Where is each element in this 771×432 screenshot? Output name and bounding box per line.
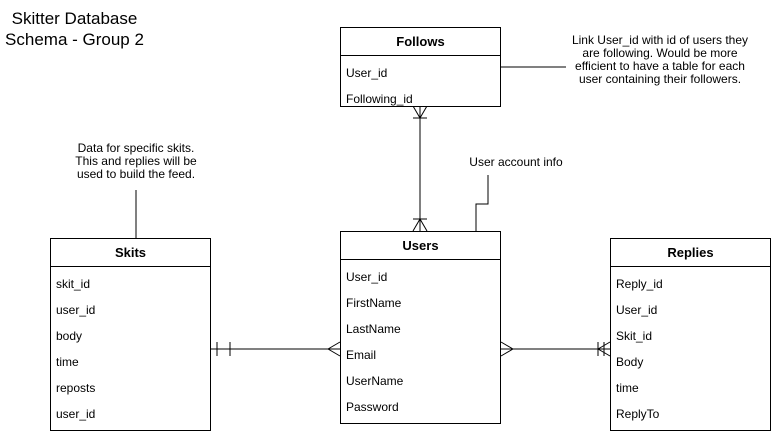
replies-table[interactable]: Replies Reply_id User_id Skit_id Body ti… bbox=[610, 238, 771, 431]
skits-field-reposts: reposts bbox=[56, 381, 96, 395]
users-field-user-id: User_id bbox=[346, 270, 388, 284]
follows-table-header: Follows bbox=[341, 28, 500, 56]
follows-table[interactable]: Follows User_id Following_id bbox=[340, 27, 501, 107]
follows-note: Link User_id with id of users they are f… bbox=[555, 34, 765, 86]
users-field-lastname: LastName bbox=[346, 322, 401, 336]
follows-note-line-4: user containing their followers. bbox=[578, 72, 742, 86]
users-field-username: UserName bbox=[346, 374, 404, 388]
skits-note-line-2: This and replies will be bbox=[75, 154, 197, 168]
replies-field-reply-id: Reply_id bbox=[616, 277, 663, 291]
title-line-2: Schema - Group 2 bbox=[5, 30, 144, 49]
replies-field-body: Body bbox=[616, 355, 644, 369]
skits-field-time: time bbox=[56, 355, 79, 369]
follows-field-following-id: Following_id bbox=[346, 92, 413, 106]
replies-field-user-id: User_id bbox=[616, 303, 658, 317]
skits-field-user-id-2: user_id bbox=[56, 407, 96, 421]
users-note: User account info bbox=[462, 156, 570, 169]
skits-table[interactable]: Skits skit_id user_id body time reposts … bbox=[50, 238, 211, 431]
users-field-firstname: FirstName bbox=[346, 296, 402, 310]
users-note-line-1: User account info bbox=[469, 155, 563, 169]
replies-field-skit-id: Skit_id bbox=[616, 329, 653, 343]
skits-table-header: Skits bbox=[51, 239, 210, 267]
skits-note: Data for specific skits. This and replie… bbox=[62, 142, 210, 181]
skits-note-line-3: used to build the feed. bbox=[76, 167, 196, 181]
title-line-1: Skitter Database bbox=[11, 9, 138, 28]
users-follows-relationship bbox=[412, 105, 428, 232]
users-table[interactable]: Users User_id FirstName LastName Email U… bbox=[340, 231, 501, 424]
users-table-header: Users bbox=[341, 232, 500, 260]
replies-field-time: time bbox=[616, 381, 639, 395]
users-field-password: Password bbox=[346, 400, 399, 414]
diagram-title: Skitter Database Schema - Group 2 bbox=[2, 8, 147, 50]
follows-field-user-id: User_id bbox=[346, 66, 388, 80]
skits-note-line-1: Data for specific skits. bbox=[77, 141, 195, 155]
follows-note-line-2: are following. Would be more bbox=[582, 46, 738, 60]
users-replies-relationship bbox=[500, 341, 611, 357]
replies-field-replyto: ReplyTo bbox=[616, 407, 660, 421]
skits-field-user-id: user_id bbox=[56, 303, 96, 317]
users-skits-relationship bbox=[211, 341, 341, 357]
users-note-leader bbox=[475, 175, 489, 231]
follows-note-line-1: Link User_id with id of users they bbox=[571, 33, 749, 47]
follows-note-line-3: efficient to have a table for each bbox=[575, 59, 745, 73]
skits-field-skit-id: skit_id bbox=[56, 277, 91, 291]
skits-field-body: body bbox=[56, 329, 83, 343]
replies-table-header: Replies bbox=[611, 239, 770, 267]
users-field-email: Email bbox=[346, 348, 377, 362]
